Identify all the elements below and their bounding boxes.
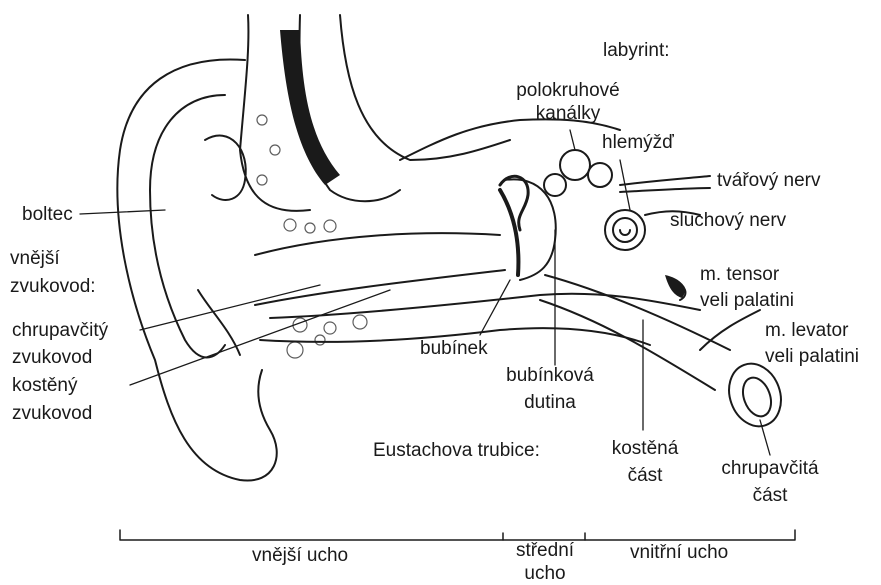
label-labyrint: labyrint: bbox=[603, 40, 670, 62]
label-vnitrni-ucho: vnitřní ucho bbox=[630, 542, 728, 564]
label-chrupavcita-line2: část bbox=[705, 485, 835, 507]
label-tensor-line1: m. tensor bbox=[700, 264, 779, 286]
label-eustachova: Eustachova trubice: bbox=[373, 440, 540, 462]
leader-boltec bbox=[80, 210, 165, 214]
label-hlemyzd: hlemýžď bbox=[602, 132, 674, 154]
label-vnejsi-ucho: vnější ucho bbox=[252, 545, 348, 567]
label-tensor-line2: veli palatini bbox=[700, 290, 794, 312]
label-kosteny-line1: kostěný bbox=[12, 375, 77, 397]
leader-polokruhove bbox=[570, 130, 575, 150]
label-bubinkova-line1: bubínková bbox=[495, 365, 605, 387]
facial-nerve bbox=[620, 176, 710, 192]
canal-dark-band bbox=[280, 30, 340, 185]
label-tvarovy-nerv: tvářový nerv bbox=[717, 170, 820, 192]
label-bubinkova-line2: dutina bbox=[495, 392, 605, 414]
auricle-lobe-detail bbox=[198, 290, 240, 355]
section-bracket bbox=[120, 530, 795, 540]
eustachian-tube-lumen bbox=[738, 374, 776, 420]
skull-inner-line-2 bbox=[340, 15, 510, 160]
label-sluchovy-nerv: sluchový nerv bbox=[670, 210, 786, 232]
semicircular-canal-c bbox=[544, 174, 566, 196]
label-stredni-line2: ucho bbox=[500, 563, 590, 585]
label-polokruhove-line1: polokruhové bbox=[508, 80, 628, 102]
label-vnejsi-line2: zvukovod: bbox=[10, 276, 96, 298]
levator-muscle bbox=[700, 310, 760, 350]
canal-upper-wall bbox=[255, 233, 500, 255]
canal-lower-wall bbox=[255, 270, 505, 305]
label-kostena-line1: kostěná bbox=[600, 438, 690, 460]
tympanic-membrane bbox=[500, 190, 518, 275]
label-bubinek: bubínek bbox=[420, 338, 488, 360]
label-chrupavcita-line1: chrupavčitá bbox=[705, 458, 835, 480]
label-kostena-line2: část bbox=[600, 465, 690, 487]
label-levator-line2: veli palatini bbox=[765, 346, 859, 368]
leader-bubinek bbox=[480, 280, 510, 335]
label-vnejsi-line1: vnější bbox=[10, 248, 60, 270]
label-kosteny-line2: zvukovod bbox=[12, 403, 92, 425]
skull-inner-line-1 bbox=[299, 15, 400, 201]
auricle-outline bbox=[117, 59, 276, 480]
label-levator-line1: m. levator bbox=[765, 320, 848, 342]
tensor-dark bbox=[665, 275, 685, 298]
label-chrupavcity-line2: zvukovod bbox=[12, 347, 92, 369]
cochlea bbox=[605, 210, 645, 250]
label-stredni-line1: střední bbox=[500, 540, 590, 562]
label-boltec: boltec bbox=[22, 204, 73, 226]
label-polokruhove-line2: kanálky bbox=[508, 103, 628, 125]
semicircular-canal-b bbox=[588, 163, 612, 187]
label-chrupavcity-line1: chrupavčitý bbox=[12, 320, 108, 342]
semicircular-canal-a bbox=[560, 150, 590, 180]
